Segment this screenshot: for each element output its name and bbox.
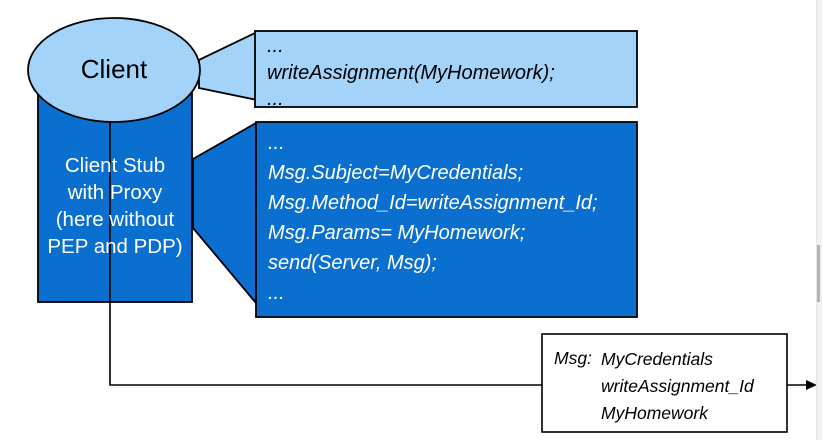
message-values: MyCredentials writeAssignment_Id MyHomew… — [601, 346, 754, 427]
vertical-scrollbar-track[interactable] — [816, 0, 822, 440]
stub-code-callout-pointer-icon — [192, 121, 257, 306]
code-line: Msg.Subject=MyCredentials; — [268, 162, 524, 184]
code-line: send(Server, Msg); — [268, 252, 437, 274]
send-arrow-head-icon — [806, 380, 817, 390]
code-line: ... — [268, 282, 285, 304]
code-line: Msg.Method_Id=writeAssignment_Id; — [268, 192, 598, 214]
client-stub-label: Client Stub with Proxy (here without PEP… — [38, 152, 192, 260]
vertical-scrollbar-thumb[interactable] — [817, 245, 820, 302]
code-line: ... — [267, 35, 284, 57]
code-line: ... — [267, 88, 284, 110]
code-line: writeAssignment(MyHomework); — [267, 61, 555, 84]
message-label: Msg: — [554, 348, 592, 368]
message-value: writeAssignment_Id — [601, 376, 754, 396]
client-code-snippet: ... writeAssignment(MyHomework); ... — [267, 33, 555, 113]
client-stub-line: (here without — [55, 208, 175, 231]
client-code-callout-pointer-icon — [198, 30, 258, 102]
client-stub-line: Client Stub — [64, 154, 166, 177]
stub-code-snippet: ... Msg.Subject=MyCredentials; Msg.Metho… — [268, 128, 598, 308]
code-line: Msg.Params= MyHomework; — [268, 222, 526, 244]
client-stub-line: with Proxy — [67, 181, 163, 204]
client-label: Client — [80, 54, 148, 84]
client-code-callout-box — [254, 30, 638, 108]
client-stub-box — [37, 87, 193, 303]
message-box — [541, 333, 788, 433]
message-value: MyHomework — [601, 403, 708, 423]
stub-code-callout-box — [255, 121, 638, 318]
client-ellipse — [27, 17, 201, 123]
message-connector-line — [109, 121, 542, 386]
client-stub-line: PEP and PDP) — [47, 235, 183, 258]
message-value: MyCredentials — [601, 349, 713, 369]
code-line: ... — [268, 132, 285, 154]
